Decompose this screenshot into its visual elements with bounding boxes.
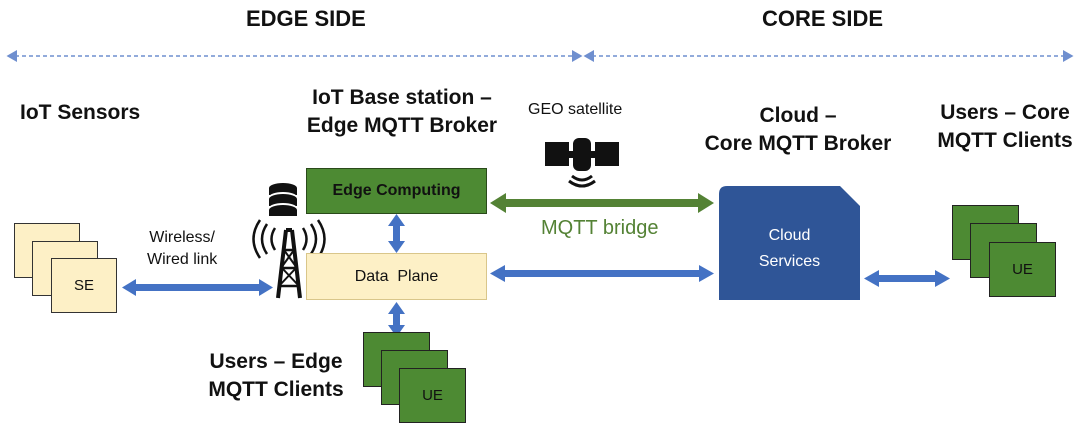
base-station-title-line2: Edge MQTT Broker [306, 114, 498, 137]
iot-sensors-title: IoT Sensors [20, 101, 141, 124]
users-edge-title-line1: Users – Edge [209, 350, 343, 373]
cell-tower-icon [252, 219, 326, 299]
cloud-services-line1: Cloud [768, 227, 811, 244]
users-core-title: Users – Core MQTT Clients [920, 99, 1086, 155]
ue-core-card-front: UE [989, 242, 1056, 297]
edge-dataplane-arrow [388, 214, 405, 253]
edge-computing-label: Edge Computing [332, 182, 461, 199]
cloud-users-core-arrow [864, 270, 950, 287]
wireless-link-label: Wireless/ Wired link [147, 227, 217, 271]
mqtt-bridge-label: MQTT bridge [541, 217, 659, 239]
mqtt-bridge-arrow [490, 193, 714, 213]
base-station-title-line1: IoT Base station – [312, 86, 492, 109]
sensor-card-front: SE [51, 258, 117, 313]
users-edge-title: Users – Edge MQTT Clients [196, 348, 356, 404]
edge-side-header: EDGE SIDE [246, 6, 366, 31]
cloud-title-line1: Cloud – [759, 104, 837, 127]
satellite-icon [545, 138, 619, 188]
cloud-services-line2: Services [758, 253, 821, 270]
ue-edge-card-front: UE [399, 368, 466, 423]
base-station-title: IoT Base station – Edge MQTT Broker [288, 84, 516, 140]
cloud-services-label: Cloud Services [719, 223, 860, 275]
core-side-header: CORE SIDE [762, 6, 884, 31]
wireless-link-line1: Wireless/ [149, 229, 215, 246]
users-core-title-line2: MQTT Clients [937, 129, 1073, 152]
wireless-link-arrow [122, 279, 273, 296]
data-plane-label: Data Plane [354, 267, 439, 285]
geo-satellite-label: GEO satellite [528, 101, 623, 118]
ue-edge-label: UE [422, 387, 443, 404]
dataplane-users-edge-arrow [388, 302, 405, 337]
dataplane-cloud-arrow [490, 265, 714, 282]
users-edge-title-line2: MQTT Clients [208, 378, 344, 401]
se-label: SE [73, 277, 94, 294]
edge-computing-box: Edge Computing [306, 168, 487, 214]
users-core-title-line1: Users – Core [940, 101, 1070, 124]
ue-core-label: UE [1012, 261, 1033, 278]
wireless-link-line2: Wired link [147, 251, 218, 268]
database-icon [269, 183, 297, 216]
cloud-services-shape [719, 186, 860, 300]
data-plane-box: Data Plane [306, 253, 487, 300]
cloud-title-line2: Core MQTT Broker [704, 132, 892, 155]
cloud-title: Cloud – Core MQTT Broker [678, 102, 918, 158]
